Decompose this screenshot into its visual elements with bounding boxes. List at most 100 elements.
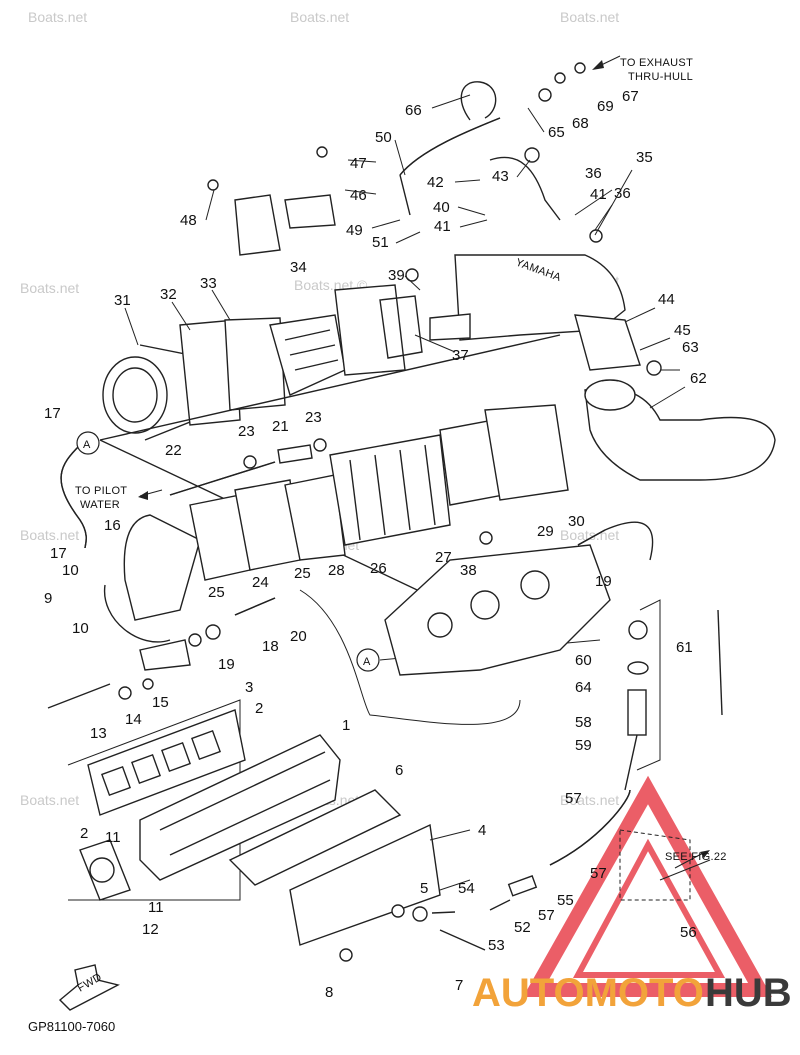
callout-label: 13 (90, 725, 107, 742)
callout-label: 52 (514, 919, 531, 936)
to-pilot-note: TO PILOT (75, 485, 127, 497)
brand-logo (523, 775, 772, 997)
watermark-text: Boats.net (20, 527, 79, 543)
logo-triangle-shape (523, 775, 772, 997)
callout-label: 16 (104, 517, 121, 534)
callout-label: 64 (575, 679, 592, 696)
callout-label: 15 (152, 694, 169, 711)
part-callouts: 1 2 2 3 4 5 6 7 8 9 10 10 11 11 12 13 14… (44, 88, 707, 1001)
callout-label: 56 (680, 924, 697, 941)
callout-label: 41 (434, 218, 451, 235)
callout-label: 40 (433, 199, 450, 216)
callout-label: 54 (458, 880, 475, 897)
figure-code: GP81100-7060 (28, 1019, 115, 1034)
manifold-cover-shape (289, 823, 441, 946)
gasket-32-shape (179, 319, 241, 426)
callout-label: 26 (370, 560, 387, 577)
callout-label: 46 (350, 187, 367, 204)
watermark-text: Boats.net (28, 9, 87, 25)
reference-markers: A A (76, 431, 380, 672)
callout-label: 48 (180, 212, 197, 229)
callout-label: 19 (595, 573, 612, 590)
callout-label: 57 (565, 790, 582, 807)
callout-label: 2 (255, 700, 263, 717)
callout-label: 47 (350, 155, 367, 172)
callout-label: 36 (585, 165, 602, 182)
callout-label: 6 (395, 762, 403, 779)
callout-label: 24 (252, 574, 269, 591)
bracket-shape (234, 194, 281, 256)
callout-label: 69 (597, 98, 614, 115)
logo-inner-shape (572, 838, 726, 978)
leader-lines (124, 94, 686, 409)
upper-exhaust-pipes: YAMAHA (102, 62, 776, 481)
callout-label: 33 (200, 275, 217, 292)
ref-a-label: A (83, 439, 91, 451)
gasket-33-shape (224, 317, 286, 411)
callout-label: 27 (435, 549, 452, 566)
callout-label: 51 (372, 234, 389, 251)
notes: TO EXHAUST THRU-HULL TO PILOT WATER SEE … (28, 57, 727, 1034)
ref-a-marker-bottom (356, 648, 380, 672)
to-pilot-note: WATER (80, 499, 120, 511)
brand-text-part1: AUTOMOTO (472, 971, 704, 1015)
callout-label: 43 (492, 168, 509, 185)
gasket-6-shape (228, 789, 402, 886)
callout-label: 11 (105, 829, 121, 846)
ref-a-label: A (363, 656, 371, 668)
callout-label: 60 (575, 652, 592, 669)
callout-label: 59 (575, 737, 592, 754)
callout-label: 32 (160, 286, 177, 303)
callout-label: 55 (557, 892, 574, 909)
callout-label: 37 (452, 347, 469, 364)
callout-label: 25 (208, 584, 225, 601)
see-fig-note: SEE FIG.22 (665, 851, 727, 863)
callout-label: 19 (218, 656, 235, 673)
flow-arrows (138, 55, 710, 869)
callout-label: 4 (478, 822, 486, 839)
callout-label: 7 (455, 977, 463, 994)
exhaust-manifold-shape (139, 734, 341, 881)
callout-label: 9 (44, 590, 52, 607)
callout-label: 62 (690, 370, 707, 387)
callout-label: 1 (342, 717, 350, 734)
callout-label: 3 (245, 679, 253, 696)
callout-label: 63 (682, 339, 699, 356)
callout-label: 61 (676, 639, 693, 656)
callout-label: 20 (290, 628, 307, 645)
callout-label: 14 (125, 711, 142, 728)
callout-label: 58 (575, 714, 592, 731)
callout-label: 39 (388, 267, 405, 284)
callout-label: 17 (44, 405, 61, 422)
joint-shape (574, 314, 641, 371)
callout-label: 21 (272, 418, 289, 435)
watermark-text: Boats.net (560, 9, 619, 25)
callout-label: 65 (548, 124, 565, 141)
callout-label: 25 (294, 565, 311, 582)
callout-label: 42 (427, 174, 444, 191)
middle-exhaust-pipes (47, 334, 654, 725)
callout-label: 68 (572, 115, 589, 132)
exhaust-hose-shape (584, 387, 776, 481)
fwd-arrow-shape (58, 964, 120, 1011)
brand-text-part2: HUB (705, 971, 792, 1015)
callout-label: 31 (114, 292, 131, 309)
to-exhaust-note: TO EXHAUST (620, 57, 693, 69)
callout-label: 10 (62, 562, 79, 579)
callout-label: 67 (622, 88, 639, 105)
callout-label: 49 (346, 222, 363, 239)
callout-label: 34 (290, 259, 307, 276)
callout-label: 23 (238, 423, 255, 440)
callout-label: 44 (658, 291, 675, 308)
gasket-30-shape (484, 404, 569, 501)
callout-label: 57 (590, 865, 607, 882)
callout-label: 45 (674, 322, 691, 339)
watermark-text: Boats.net (20, 280, 79, 296)
callout-label: 53 (488, 937, 505, 954)
rubber-joint-shape (584, 379, 636, 411)
water-jacket-shape (329, 434, 451, 546)
callout-label: 29 (537, 523, 554, 540)
callout-label: 36 (614, 185, 631, 202)
callout-label: 22 (165, 442, 182, 459)
callout-label: 50 (375, 129, 392, 146)
